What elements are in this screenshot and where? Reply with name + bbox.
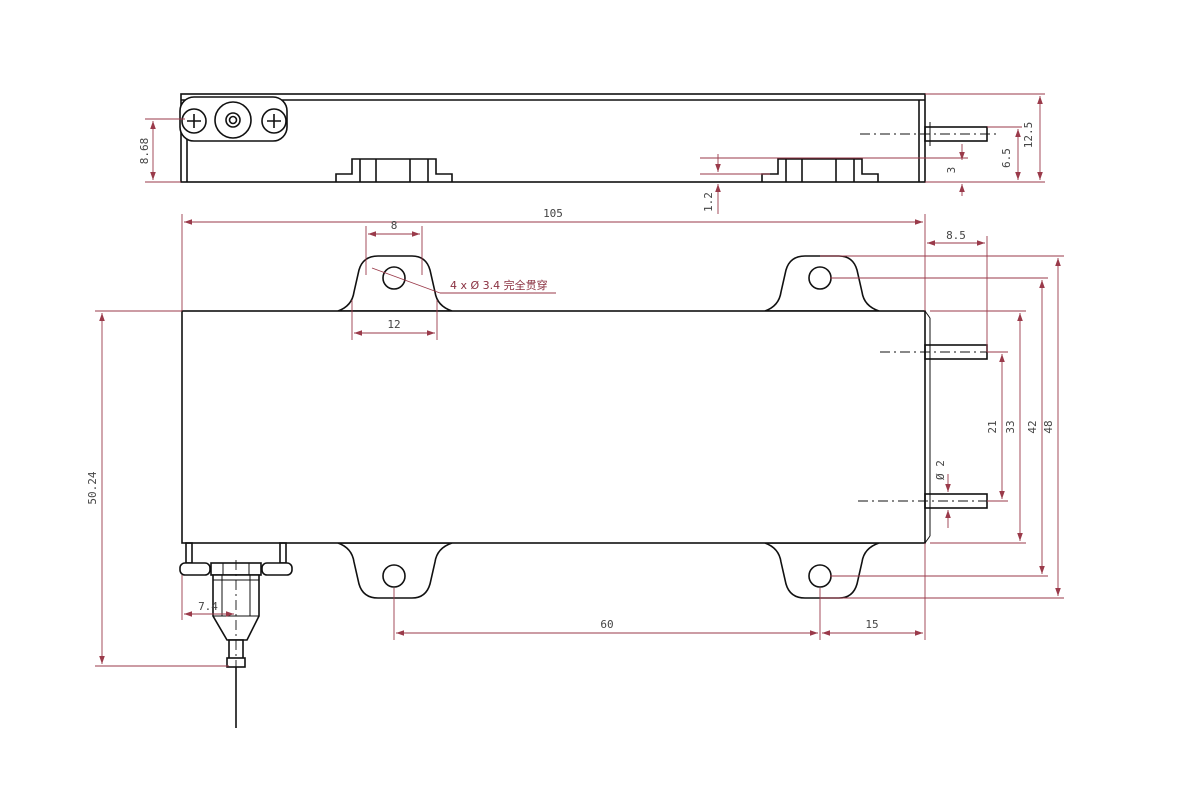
fiber-connector-icon (214, 101, 252, 139)
dim-50-24: 50.24 (86, 471, 99, 504)
side-view-body (180, 93, 926, 183)
dim-60: 60 (600, 618, 613, 631)
dim-12: 12 (387, 318, 400, 331)
pin-bottom (924, 493, 988, 509)
fiber-pigtail (179, 542, 293, 728)
dim-105: 105 (543, 207, 563, 220)
module-body (181, 310, 926, 544)
side-view (179, 93, 1000, 183)
mount-ear-top-right (764, 255, 880, 312)
side-mount-tab-right (761, 158, 879, 182)
mount-ear-bottom-left (337, 542, 453, 599)
side-mount-tab-left (335, 158, 453, 182)
dim-1-2: 1.2 (702, 192, 715, 212)
dim-33: 33 (1004, 420, 1017, 433)
side-view-dimensions: 8.68 12.5 6.5 3 1.2 (138, 93, 1045, 214)
dim-8-68: 8.68 (138, 138, 151, 165)
top-view (179, 255, 1000, 728)
dim-12-5: 12.5 (1022, 122, 1035, 149)
dim-6-5: 6.5 (1000, 148, 1013, 168)
dim-15: 15 (865, 618, 878, 631)
hole-note: 4 x Ø 3.4 完全贯穿 (450, 278, 548, 292)
dim-48: 48 (1042, 420, 1055, 433)
screw-left-icon (181, 108, 207, 134)
dim-21: 21 (986, 420, 999, 433)
mount-ear-top-left (337, 255, 453, 312)
top-view-dimensions: 105 8 8.5 4 x Ø 3.4 完全贯穿 12 48 42 3 (86, 207, 1064, 667)
dim-3: 3 (945, 167, 958, 174)
dim-phi-2: Ø 2 (934, 460, 947, 480)
mount-ear-bottom-right (764, 542, 880, 599)
screw-right-icon (261, 108, 287, 134)
dim-8-5: 8.5 (946, 229, 966, 242)
dim-7-4: 7.4 (198, 600, 218, 613)
dim-8: 8 (391, 219, 398, 232)
dim-42: 42 (1026, 420, 1039, 433)
